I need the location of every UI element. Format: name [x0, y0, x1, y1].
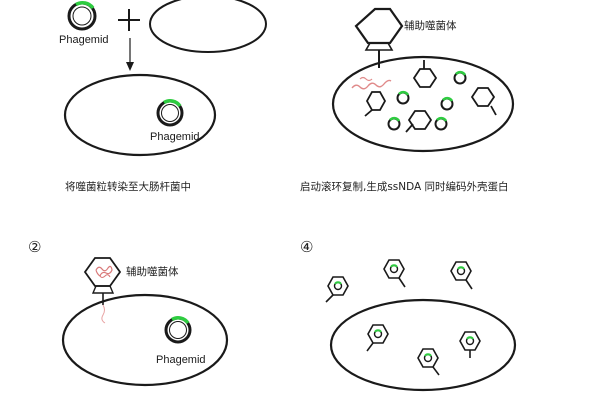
- infected-cell: [331, 55, 515, 153]
- helper-phage-label-2: 辅助噬菌体: [126, 265, 179, 278]
- phagemid-label-cell: Phagemid: [150, 131, 200, 143]
- e-coli-cell-top: [149, 0, 267, 53]
- step-number-4: ④: [300, 238, 313, 256]
- panel-4: ④: [300, 238, 517, 392]
- phage-particles-released: [325, 259, 481, 376]
- e-coli-cell-step-4: [329, 298, 517, 392]
- phagemid-label-step-3: Phagemid: [156, 354, 206, 366]
- phage-particle-dna: [333, 264, 475, 363]
- e-coli-cell-step-3: [61, 293, 229, 387]
- phagemid-plasmid-in-cell: [156, 99, 184, 127]
- caption-step-2: 启动滚环复制,生成ssNDA 同时编码外壳蛋白: [300, 180, 509, 193]
- e-coli-cell: [63, 73, 217, 157]
- step-number-2: ②: [28, 238, 41, 256]
- caption-step-1: 将噬菌粒转染至大肠杆菌中: [65, 180, 191, 193]
- plus-icon: [118, 9, 140, 31]
- ssdna-strand: [351, 79, 392, 90]
- phage-coat-hexagon: [364, 60, 497, 133]
- phagemid-plasmid-step-3: [164, 316, 192, 344]
- helper-phage-label: 辅助噬菌体: [404, 19, 457, 32]
- helper-phage-attached: [83, 257, 122, 324]
- panel-2: 辅助噬菌体 启动滚环复: [300, 7, 515, 193]
- phagemid-plasmid-small: [67, 1, 97, 31]
- phagemid-label-small: Phagemid: [59, 34, 109, 46]
- panel-1: Phagemid Phagemid 将噬菌粒转染至大肠杆菌中: [59, 0, 267, 193]
- arrow-down-icon: [126, 38, 134, 71]
- panel-3: ② 辅助噬菌体 Phagemid: [28, 238, 229, 387]
- helper-phage: [354, 7, 404, 68]
- replicated-plasmids: [387, 70, 467, 131]
